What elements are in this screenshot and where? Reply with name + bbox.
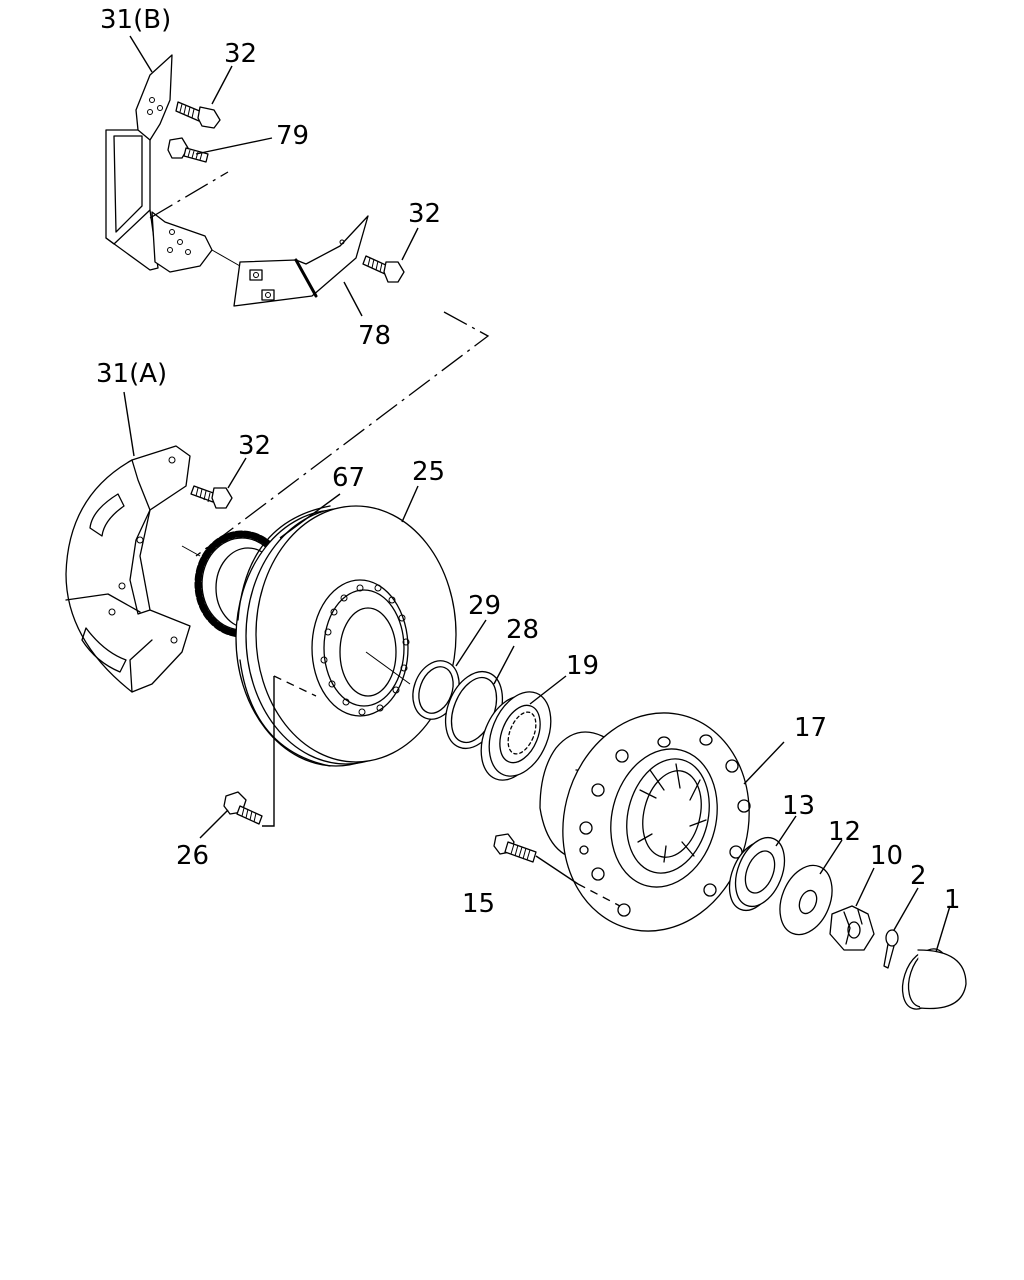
lock-washer-12: [779, 864, 833, 936]
brake-disc-25: [235, 505, 457, 827]
label-25: 25: [412, 457, 445, 487]
label-31a: 31(A): [96, 359, 167, 389]
dust-cover-78: [233, 215, 369, 307]
wheel-stud-15: [493, 833, 579, 885]
label-19: 19: [566, 651, 599, 681]
castle-nut-10: [829, 905, 875, 951]
label-79: 79: [276, 121, 309, 151]
hub-bolt-26: [223, 791, 263, 825]
wheel-hub-17: [539, 712, 751, 932]
bolt-32-top: [175, 101, 221, 129]
hub-cap-1: [901, 948, 967, 1010]
label-32-middle: 32: [408, 199, 441, 229]
label-15: 15: [462, 889, 495, 919]
splash-shield-b: [105, 54, 241, 273]
label-26: 26: [176, 841, 209, 871]
label-31b: 31(B): [100, 5, 171, 35]
bolt-79: [167, 137, 209, 163]
hub-stud-holes: [579, 734, 751, 917]
label-12: 12: [828, 817, 861, 847]
label-78: 78: [358, 321, 391, 351]
label-32-top: 32: [224, 39, 257, 69]
label-67: 67: [332, 463, 365, 493]
bolt-32-lower: [190, 485, 233, 509]
label-1: 1: [944, 885, 961, 915]
callout-labels: 31(B) 32 79 32 78 31(A) 32 67 25 29 28 1…: [96, 5, 961, 919]
center-line: [195, 311, 490, 557]
splash-shield-a: [65, 445, 191, 693]
label-29: 29: [468, 591, 501, 621]
label-13: 13: [782, 791, 815, 821]
label-17: 17: [794, 713, 827, 743]
cotter-pin-2: [883, 929, 899, 969]
disc-bolt-holes: [320, 584, 410, 716]
label-10: 10: [870, 841, 903, 871]
label-32-lower: 32: [238, 431, 271, 461]
label-28: 28: [506, 615, 539, 645]
bolt-32-middle: [362, 255, 405, 283]
inner-bearing-19: [480, 691, 552, 781]
leader-lines: [123, 35, 951, 953]
outer-bearing-13: [728, 836, 786, 912]
label-2: 2: [910, 861, 927, 891]
